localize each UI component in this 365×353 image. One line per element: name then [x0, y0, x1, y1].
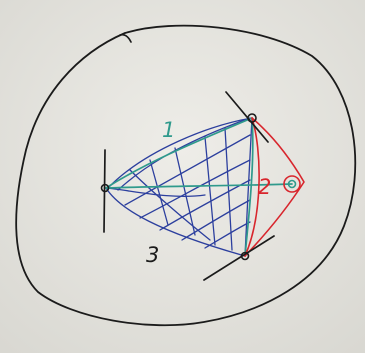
label-region-2: 2	[258, 175, 271, 199]
region-1-edges	[105, 117, 293, 257]
vertex-bottom	[240, 251, 250, 261]
label-region-1: 1	[162, 118, 175, 142]
vertex-right	[287, 179, 297, 189]
label-region-3: 3	[146, 243, 159, 267]
region-2-outline	[244, 117, 305, 257]
outer-boundary-curve	[15, 24, 357, 327]
vertex-top	[247, 113, 257, 123]
vertex-left	[100, 183, 110, 193]
outer-curve-overlap	[119, 33, 132, 43]
vertex-points	[100, 113, 297, 261]
